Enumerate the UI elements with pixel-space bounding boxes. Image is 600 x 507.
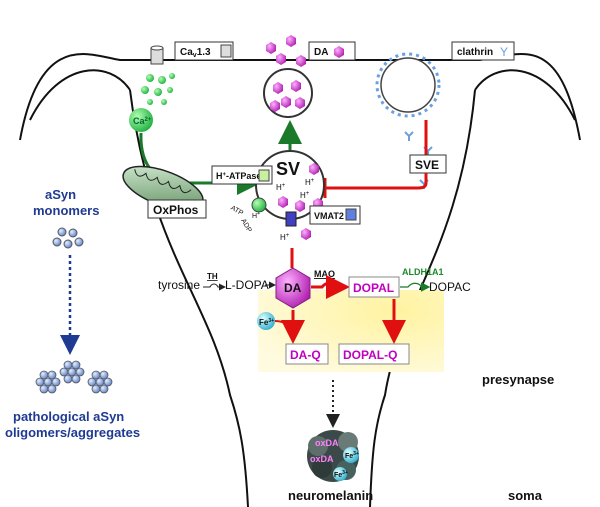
pathological-label-1: pathological aSyn — [13, 409, 124, 424]
h-plus-sup-2: + — [311, 178, 315, 184]
h-atpase-label: H+-ATPase — [216, 171, 261, 181]
asyn-monomers — [52, 227, 84, 249]
atp-label: ATP — [229, 205, 244, 218]
h-plus-sup: + — [282, 183, 286, 189]
h-plus-label-3: H — [300, 191, 306, 200]
h-plus-label-2: H — [305, 178, 311, 187]
svg-text:Fe3+: Fe3+ — [259, 318, 274, 327]
cav13-channel: Cav1.3 — [150, 41, 234, 65]
neuromelanin-granule: oxDA oxDA Fe3+ Fe3+ — [307, 430, 359, 482]
sve-inhibition — [325, 173, 428, 190]
fe-to-daq-arrow — [274, 320, 293, 331]
h-plus-label: H — [276, 183, 282, 192]
cav-label: Ca — [180, 47, 193, 58]
svg-text:Cav1.3: Cav1.3 — [180, 47, 211, 59]
sve-label: SVE — [415, 158, 439, 172]
svg-text:Fe3+: Fe3+ — [334, 470, 348, 479]
svg-text:H+: H+ — [276, 183, 286, 192]
aldh-label: ALDH1A1 — [402, 267, 444, 277]
svg-text:H+: H+ — [280, 233, 290, 242]
cav-sub-label: v — [193, 52, 197, 59]
asyn-monomers-label-2: monomers — [33, 203, 99, 218]
adp-label: ADP — [239, 218, 252, 234]
fe3-ion: Fe3+ — [257, 312, 275, 330]
svg-text:H+: H+ — [252, 211, 260, 220]
vmat2-transporter: H+ — [280, 211, 311, 242]
membrane-left — [29, 69, 131, 121]
sv-label: SV — [276, 159, 300, 179]
svg-text:H+: H+ — [300, 191, 310, 200]
ca2-sup-label: 2+ — [145, 117, 152, 123]
soma-label: soma — [508, 488, 543, 503]
asyn-monomers-label-1: aSyn — [45, 187, 76, 202]
oxda-label-1: oxDA — [315, 438, 339, 448]
svg-text:Ca2+: Ca2+ — [133, 116, 152, 126]
fusing-vesicle — [263, 68, 313, 118]
dopamine-released — [266, 35, 306, 67]
daq-label: DA-Q — [290, 348, 321, 362]
dopalq-label: DOPAL-Q — [343, 348, 397, 362]
pathological-label-2: oligomers/aggregates — [5, 425, 140, 440]
h-plus-sup-3: + — [306, 191, 310, 197]
ca2-ion: Ca2+ — [129, 108, 153, 132]
th-label: TH — [207, 272, 218, 281]
presynapse-label: presynapse — [482, 372, 554, 387]
membrane-right — [474, 69, 576, 121]
oxda-label-2: oxDA — [310, 454, 334, 464]
cav-num-label: 1.3 — [197, 47, 211, 58]
ldopa-label: L-DOPA — [225, 278, 269, 292]
th-arrow — [203, 283, 226, 291]
clathrin-label: clathrin — [457, 47, 493, 58]
h-plus-pump: H — [252, 213, 257, 220]
svg-text:H+: H+ — [305, 178, 315, 187]
da-top-label: DA — [314, 47, 328, 58]
da-center-label: DA — [284, 281, 302, 295]
h-plus-pump-sup: + — [257, 211, 260, 217]
asyn-aggregates — [35, 360, 113, 394]
calcium-ions — [141, 73, 175, 105]
clathrin-icon: Y — [500, 45, 508, 59]
tyrosine-label: tyrosine — [158, 278, 200, 292]
svg-text:Fe3+: Fe3+ — [345, 451, 359, 460]
ca2-label: Ca — [133, 116, 145, 126]
dopal-label: DOPAL — [353, 281, 394, 295]
vmat2-label: VMAT2 — [314, 211, 344, 221]
atpase-pump: ATP ADP H+ — [229, 197, 267, 234]
mao-label: MAO — [314, 269, 335, 279]
oxphos-label: OxPhos — [153, 203, 199, 217]
mao-arrow — [311, 275, 350, 299]
neuromelanin-label: neuromelanin — [288, 488, 373, 503]
aldh-arrow — [400, 282, 431, 292]
clathrin-coated-vesicle — [375, 52, 441, 118]
dopac-label: DOPAC — [429, 280, 471, 294]
dopamine-cytosolic: DA — [275, 267, 311, 309]
